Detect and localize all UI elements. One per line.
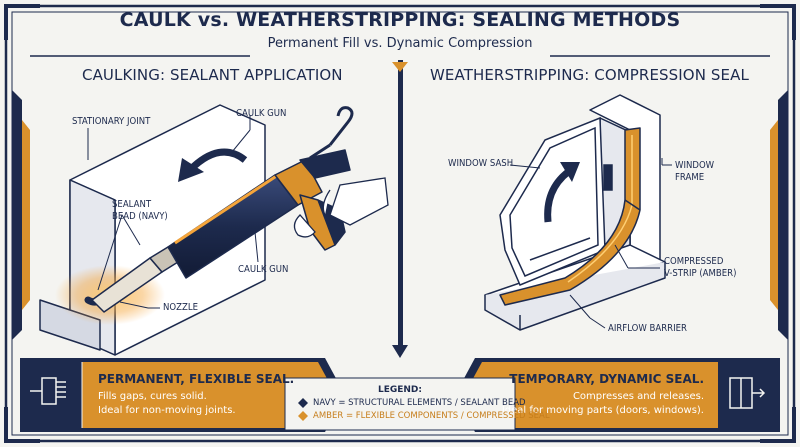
curved-arrow-icon xyxy=(544,162,580,223)
right-summary-banner xyxy=(455,358,780,432)
center-divider xyxy=(392,60,408,358)
page-title: CAULK vs. WEATHERSTRIPPING: SEALING METH… xyxy=(119,9,681,31)
label-window-frame-1: WINDOW xyxy=(675,160,715,171)
label-caulk-gun-top: CAULK GUN xyxy=(236,108,287,119)
right-summary-line1: Compresses and releases. xyxy=(572,391,704,402)
right-summary-head: TEMPORARY, DYNAMIC SEAL. xyxy=(509,372,704,386)
window-icon xyxy=(729,377,766,409)
left-summary-line2: Ideal for non-moving joints. xyxy=(98,405,236,416)
label-compressed-2: V-STRIP (AMBER) xyxy=(664,268,737,279)
label-sealant-bead-1: SEALANT xyxy=(112,199,152,210)
right-summary-line2: Ideal for moving parts (doors, windows). xyxy=(501,405,704,416)
legend-amber: AMBER = FLEXIBLE COMPONENTS / COMPRESSED… xyxy=(313,411,550,421)
label-nozzle: NOZZLE xyxy=(163,302,198,313)
label-compressed-1: COMPRESSED xyxy=(664,256,724,267)
label-window-frame-2: FRAME xyxy=(675,172,705,183)
side-accent-right xyxy=(770,90,788,340)
legend-navy: NAVY = STRUCTURAL ELEMENTS / SEALANT BEA… xyxy=(313,398,526,408)
left-summary-line1: Fills gaps, cures solid. xyxy=(98,391,207,402)
label-stationary-joint: STATIONARY JOINT xyxy=(72,116,151,127)
left-panel-heading: CAULKING: SEALANT APPLICATION xyxy=(82,66,343,84)
page-subtitle: Permanent Fill vs. Dynamic Compression xyxy=(267,36,533,51)
label-airflow-barrier: AIRFLOW BARRIER xyxy=(608,323,687,334)
v-strip xyxy=(499,127,641,306)
side-accent-left xyxy=(12,90,30,340)
curved-arrow-icon xyxy=(178,148,248,182)
hand xyxy=(293,177,389,238)
legend-diamond-icon xyxy=(298,411,308,421)
caulk-gun-icon xyxy=(30,377,66,405)
left-leader-lines xyxy=(87,115,259,309)
outer-frame xyxy=(4,4,796,443)
legend-diamond-icon xyxy=(298,398,308,408)
label-window-sash: WINDOW SASH xyxy=(448,158,514,169)
legend-box xyxy=(284,377,516,431)
legend-title: LEGEND: xyxy=(377,385,423,395)
left-summary-banner xyxy=(20,358,345,432)
right-panel-heading: WEATHERSTRIPPING: COMPRESSION SEAL xyxy=(430,66,749,84)
caulk-gun-icon xyxy=(91,106,354,313)
label-sealant-bead-2: BEAD (NAVY) xyxy=(112,211,168,222)
left-summary-head: PERMANENT, FLEXIBLE SEAL. xyxy=(98,372,295,386)
right-leader-lines xyxy=(509,158,672,329)
label-caulk-gun-bottom: CAULK GUN xyxy=(238,264,289,275)
